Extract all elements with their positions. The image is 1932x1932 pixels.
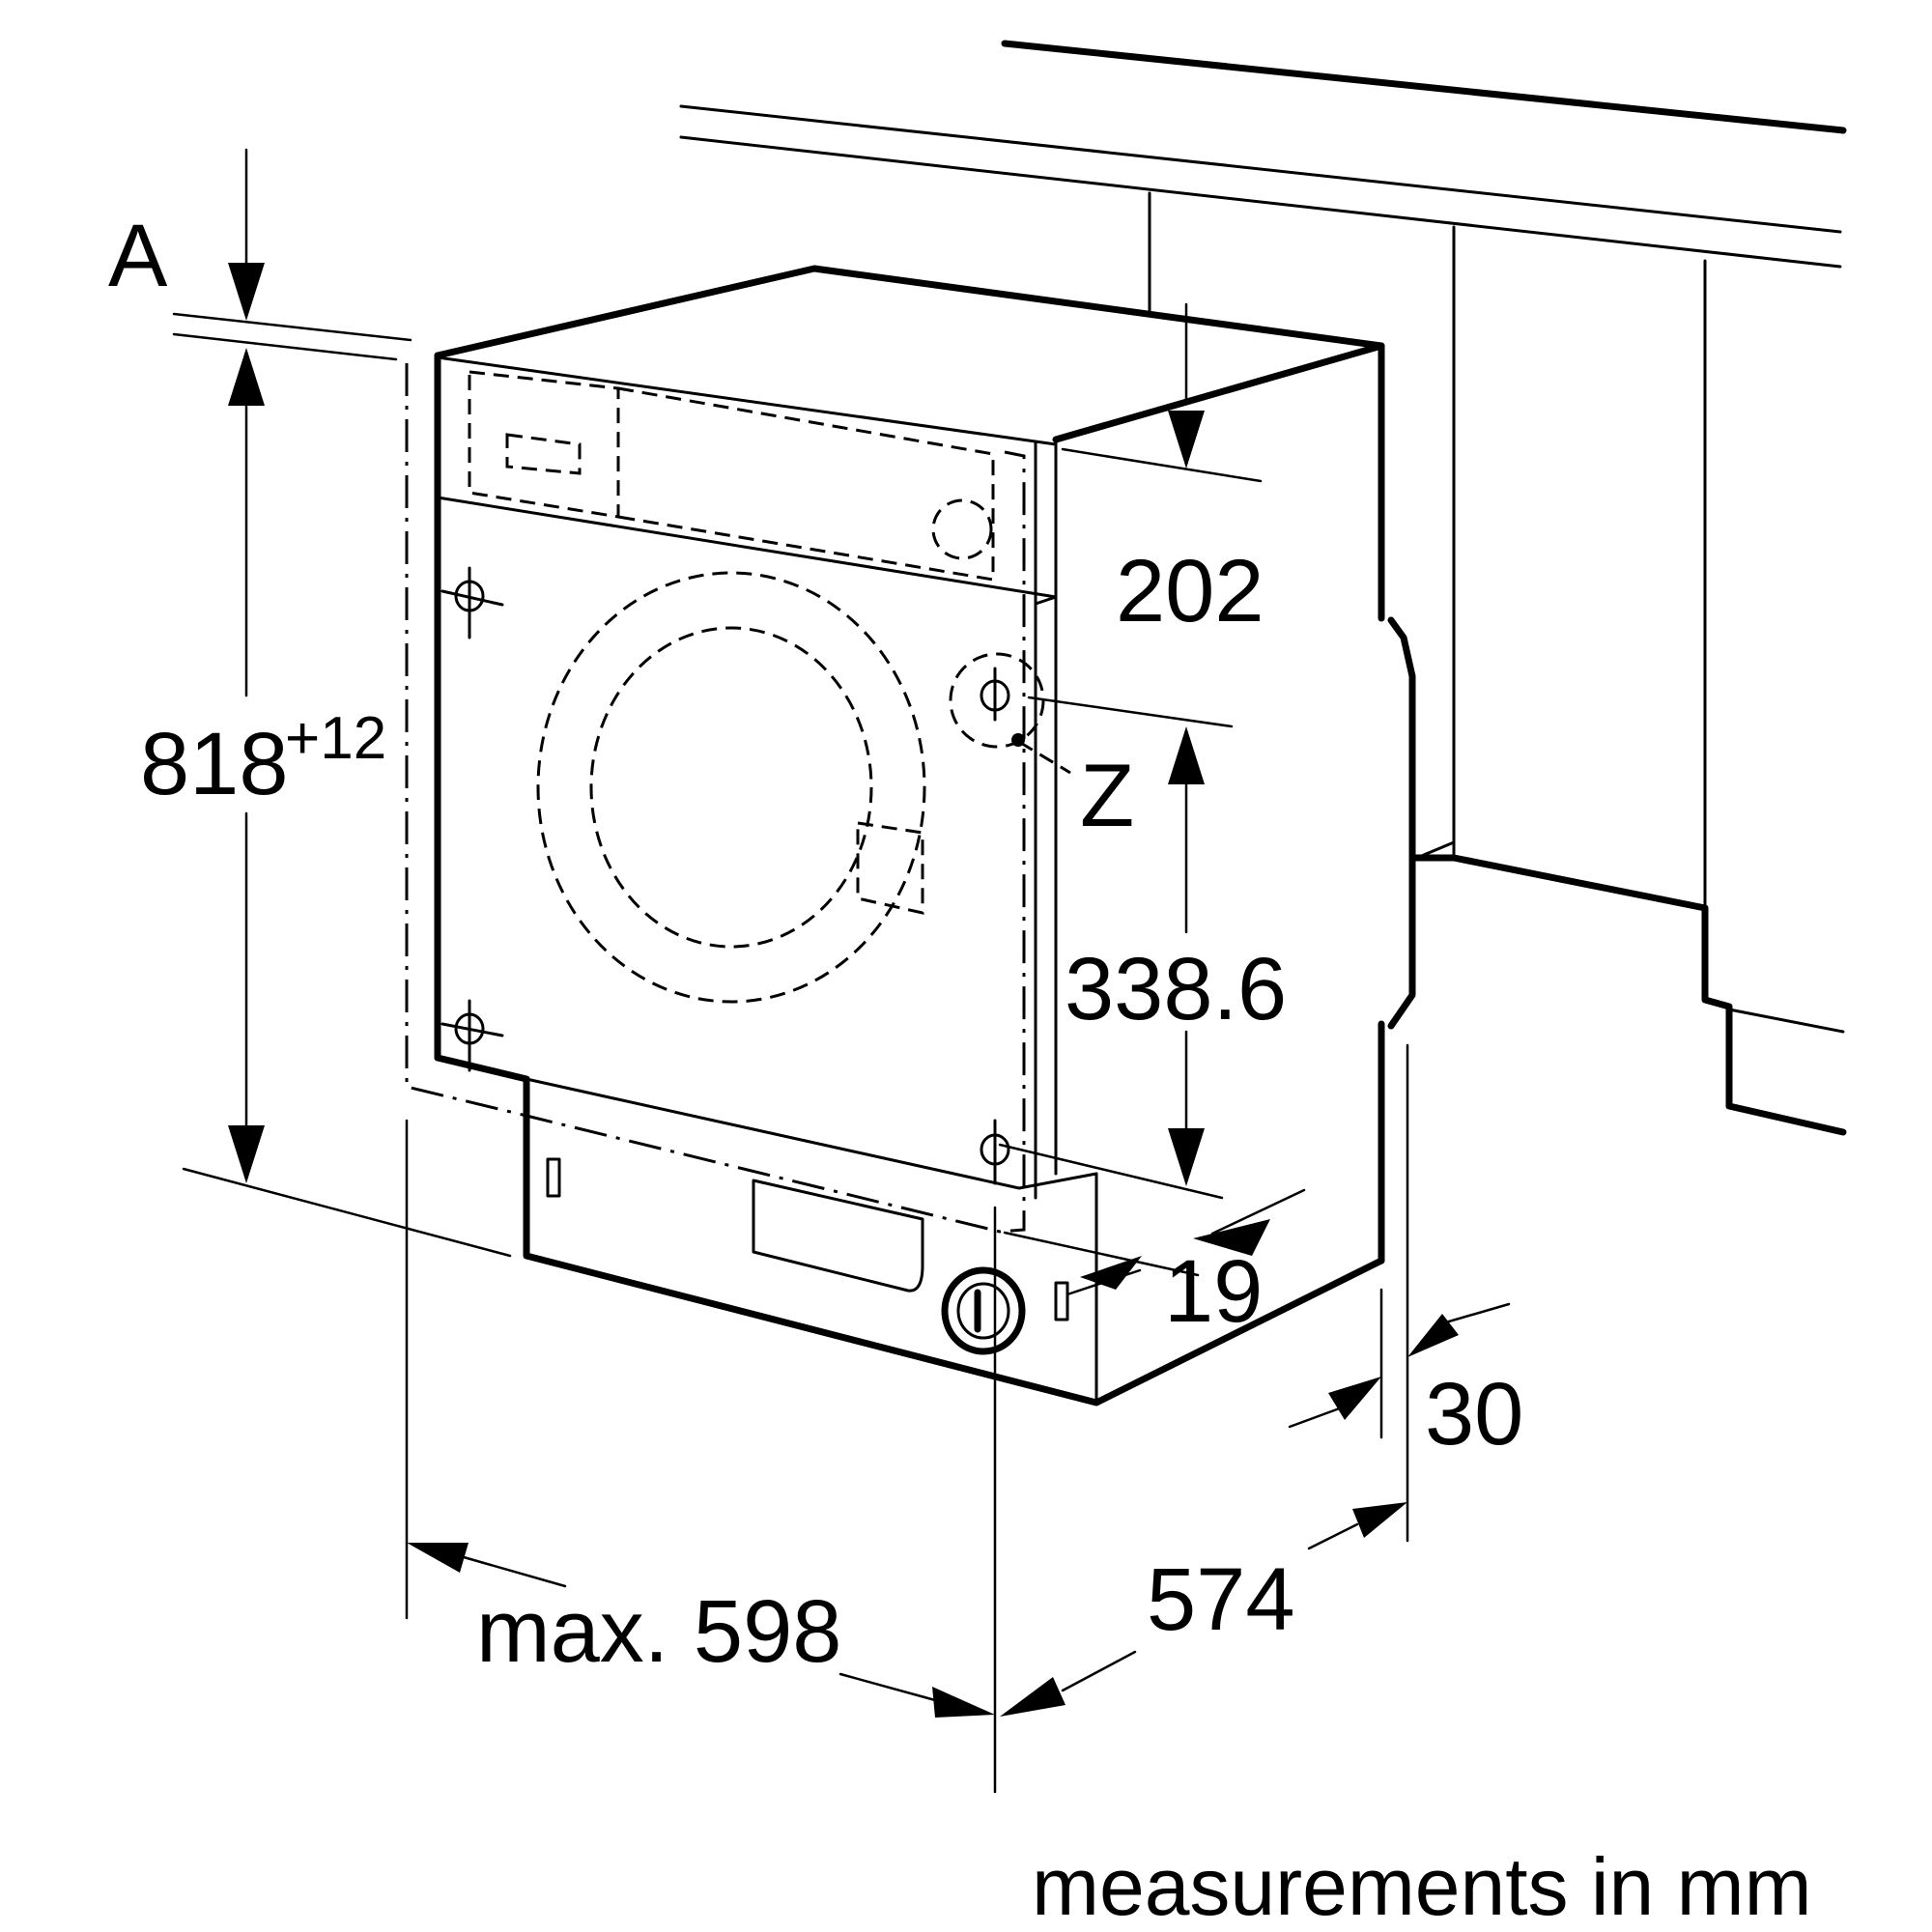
fixing-point-bottom-left [440, 999, 504, 1072]
label-height-818: 818 [140, 715, 289, 813]
fixing-point-bottom-right [980, 1119, 1010, 1185]
label-19: 19 [1164, 1242, 1263, 1341]
label-574: 574 [1147, 1550, 1295, 1649]
label-30: 30 [1425, 1365, 1523, 1463]
label-202: 202 [1116, 542, 1264, 640]
label-338-6: 338.6 [1065, 940, 1287, 1038]
washing-machine [405, 265, 1385, 1406]
units-caption: measurements in mm [1032, 1841, 1812, 1932]
fixing-point-z [949, 652, 1045, 749]
label-height-tolerance: +12 [285, 705, 386, 772]
label-z: Z [1080, 747, 1134, 845]
label-a: A [108, 207, 168, 305]
dimension-lines [172, 148, 1511, 1794]
fixing-point-top-left [440, 566, 504, 639]
dimension-labels: A 818 +12 202 Z 338.6 19 30 574 max. 598… [108, 207, 1812, 1932]
label-max-598: max. 598 [476, 1582, 841, 1681]
worktop-and-cabinet [679, 40, 1847, 1136]
